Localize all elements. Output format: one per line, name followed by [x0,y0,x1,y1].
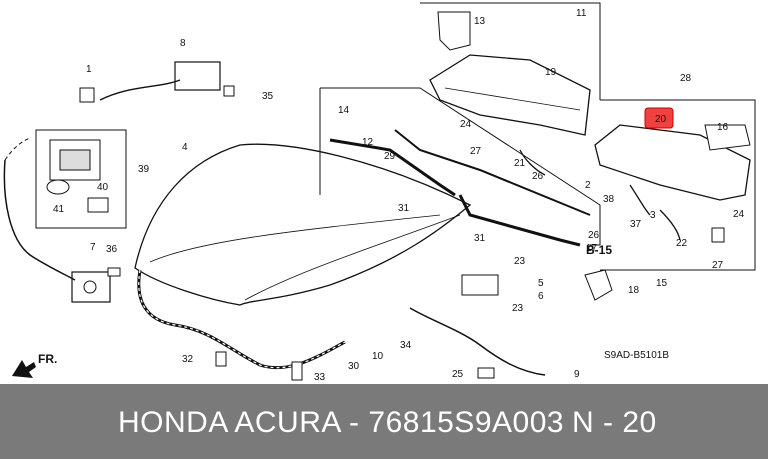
callout-21: 21 [514,158,526,169]
callout-2: 2 [585,180,591,191]
callout-22: 22 [676,238,688,249]
callout-39: 39 [138,164,150,175]
release-cable [3,159,76,281]
callout-5: 5 [538,278,544,289]
callout-32: 32 [182,354,194,365]
hood-hinge [174,61,221,91]
callout-1: 1 [86,64,92,75]
parts-diagram: 1234567891011121314151617181920212223232… [3,2,756,383]
callout-35: 35 [262,91,274,102]
callout-34: 34 [400,340,412,351]
callout-38: 38 [603,194,615,205]
callout-31: 31 [398,203,410,214]
callout-24: 24 [460,119,472,130]
callout-27: 27 [712,260,724,271]
callout-23: 23 [514,256,526,267]
callout-40: 40 [97,182,109,193]
callout-3: 3 [650,210,656,221]
front-arrow-icon [12,360,36,378]
cowl-box [420,2,601,100]
callout-11: 11 [576,8,587,19]
callout-14: 14 [338,105,350,116]
callout-26: 26 [588,230,600,241]
callout-6: 6 [538,291,544,302]
callout-7: 7 [90,242,96,253]
callout-37: 37 [630,219,642,230]
callout-12: 12 [362,137,374,148]
callout-10: 10 [372,351,384,362]
callout-8: 8 [180,38,186,49]
callout-23: 23 [512,303,524,314]
washer-hose [409,307,546,376]
callout-4: 4 [182,142,188,153]
callout-36: 36 [106,244,118,255]
part-number-text: HONDA ACURA - 76815S9A003 [118,406,565,439]
callout-30: 30 [348,361,360,372]
callout-41: 41 [53,204,65,215]
callout-33: 33 [314,372,326,383]
front-marker-label: FR. [38,352,57,366]
callout-13: 13 [474,16,486,27]
callout-17: 17 [586,243,598,254]
callout-20: 20 [655,114,667,125]
callout-25: 25 [452,369,464,380]
callout-27: 27 [470,146,482,157]
diagram-code: S9AD-B5101B [604,350,669,361]
callout-18: 18 [628,285,640,296]
callout-15: 15 [656,278,668,289]
callout-19: 19 [545,67,557,78]
hood-panel [134,143,472,306]
highlight-box [644,107,674,129]
callout-28: 28 [680,73,692,84]
callout-9: 9 [574,369,580,380]
right-box [600,99,756,271]
latch-detail-box [35,129,127,229]
cowl-top [429,54,591,136]
subassembly-label: B-15 [586,243,612,257]
position-text: N - 20 [572,406,657,439]
weatherstrip-box [320,87,601,246]
callout-labels: 1234567891011121314151617181920212223232… [38,8,745,383]
weatherstrip [329,138,456,197]
hood-latch [71,271,111,303]
callout-31: 31 [474,233,486,244]
callout-26: 26 [532,171,544,182]
callout-16: 16 [717,122,729,133]
callout-29: 29 [384,151,396,162]
callout-24: 24 [733,209,745,220]
part-footer: HONDA ACURA - 76815S9A003 N - 20 [0,384,768,459]
